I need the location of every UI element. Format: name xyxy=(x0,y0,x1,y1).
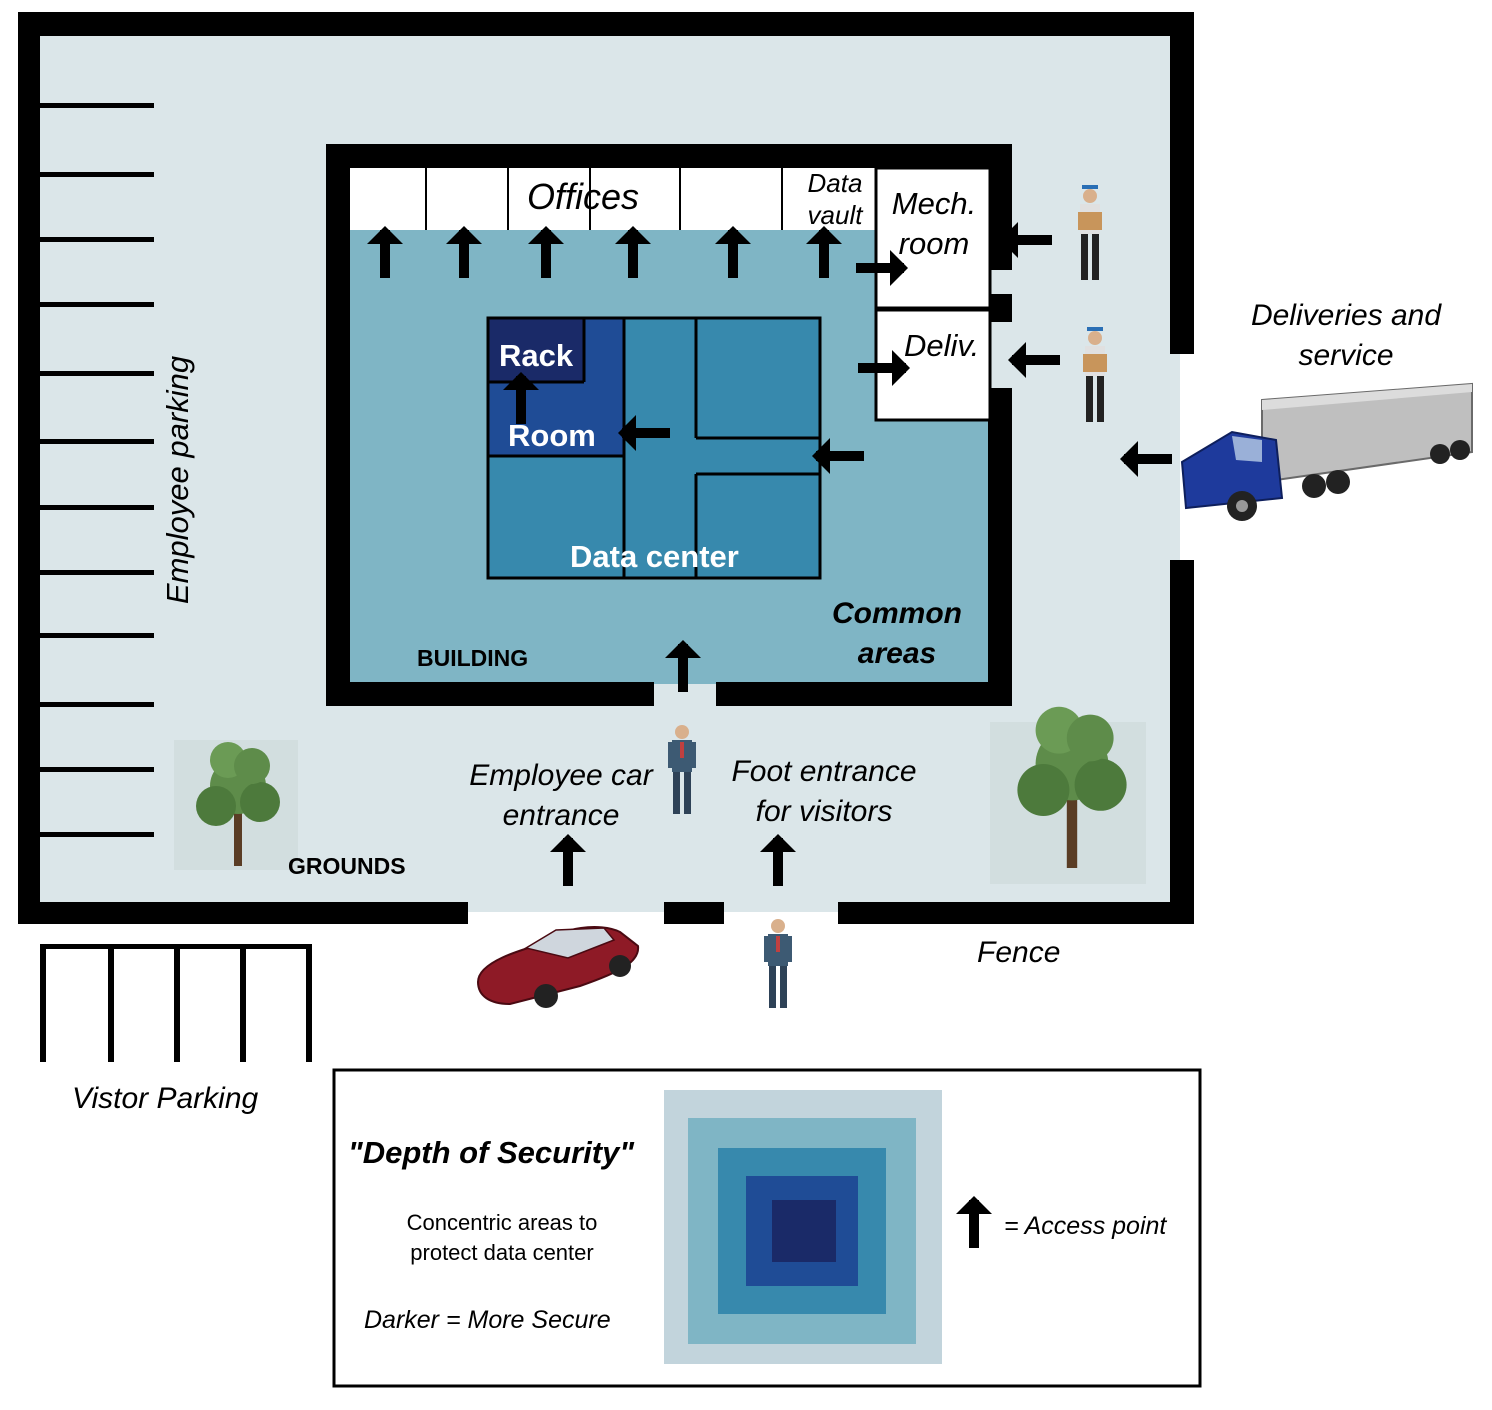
visitor-person-icon xyxy=(764,919,792,1008)
offices-row xyxy=(350,168,876,230)
mech-room xyxy=(874,166,992,310)
grounds-label: GROUNDS xyxy=(288,853,406,879)
building-label: BUILDING xyxy=(417,645,529,671)
common-areas-label: Common areas xyxy=(832,597,962,670)
truck-icon xyxy=(1180,382,1473,521)
offices-label: Offices xyxy=(527,176,640,217)
data-center xyxy=(486,316,822,580)
tree-icon xyxy=(174,740,298,870)
employee-parking-label: Employee parking xyxy=(160,355,196,605)
mech-room-label: Mech. room xyxy=(891,186,977,261)
rack-label: Rack xyxy=(499,338,574,373)
legend-title: "Depth of Security" xyxy=(348,1135,635,1170)
data-center-label: Data center xyxy=(570,539,739,574)
deliv-label: Deliv. xyxy=(904,328,980,363)
car-icon xyxy=(476,926,640,1008)
foot-entrance-label: Foot entrance for visitors xyxy=(731,755,917,828)
employee-car-entrance-label: Employee car entrance xyxy=(469,759,653,832)
data-vault-label: Data vault xyxy=(807,168,863,230)
room-label: Room xyxy=(508,418,596,453)
employee-parking-lines xyxy=(40,103,154,837)
legend-description: Concentric areas to protect data center xyxy=(406,1210,598,1265)
legend-access-point: = Access point xyxy=(1004,1212,1167,1240)
legend-box xyxy=(332,1068,1202,1388)
tree-icon xyxy=(990,706,1146,884)
fence-walls xyxy=(18,12,1194,924)
visitor-parking-label: Vistor Parking xyxy=(72,1082,259,1115)
legend-darker-note: Darker = More Secure xyxy=(364,1306,611,1334)
visitor-parking-lines xyxy=(40,944,312,1062)
deliveries-service-label: Deliveries and service xyxy=(1250,299,1442,372)
building-walls xyxy=(326,144,1012,706)
fence-label: Fence xyxy=(977,936,1061,969)
rack-zone xyxy=(488,318,584,382)
